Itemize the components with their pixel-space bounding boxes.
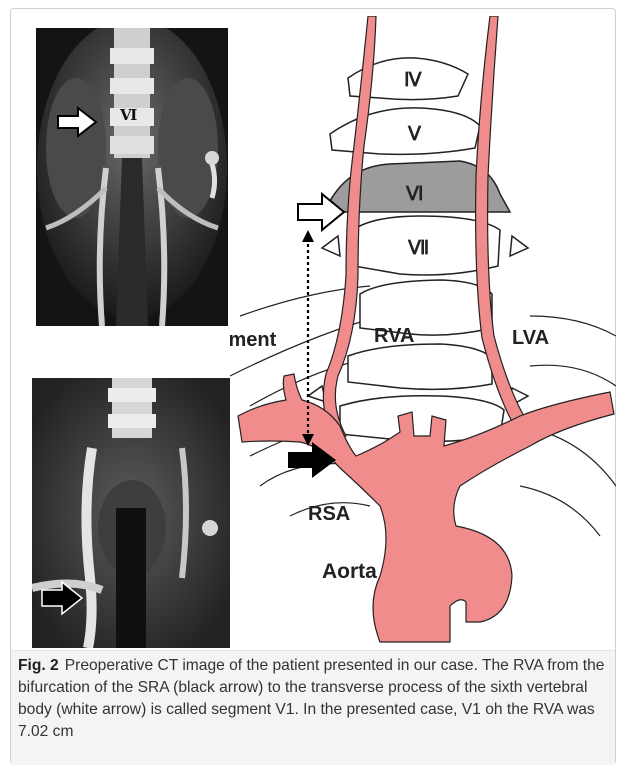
vertebra-label-4: Ⅳ [404, 70, 422, 91]
vertebra-label-5: Ⅴ [407, 124, 422, 145]
vertebra-label-7: Ⅶ [407, 238, 429, 259]
vertebra-label-6: Ⅵ [405, 184, 424, 205]
ct-vertebra-label: Ⅵ [119, 106, 137, 124]
rsa-label: RSA [308, 503, 350, 525]
figure-label: Fig. 2 [18, 657, 59, 674]
caption-text: Preoperative CT image of the patient pre… [18, 657, 604, 740]
rva-label: RVA [374, 325, 414, 347]
ct-image-top: Ⅵ [36, 28, 228, 326]
aorta-label: Aorta [322, 560, 377, 583]
ct-image-bottom [32, 378, 230, 648]
vertebral-artery-diagram: Ⅳ Ⅴ Ⅵ Ⅶ V1 segment RVA LVA RSA Aorta [230, 16, 616, 646]
lva-label: LVA [512, 327, 549, 349]
v1-segment-label: V1 segment [230, 329, 277, 351]
